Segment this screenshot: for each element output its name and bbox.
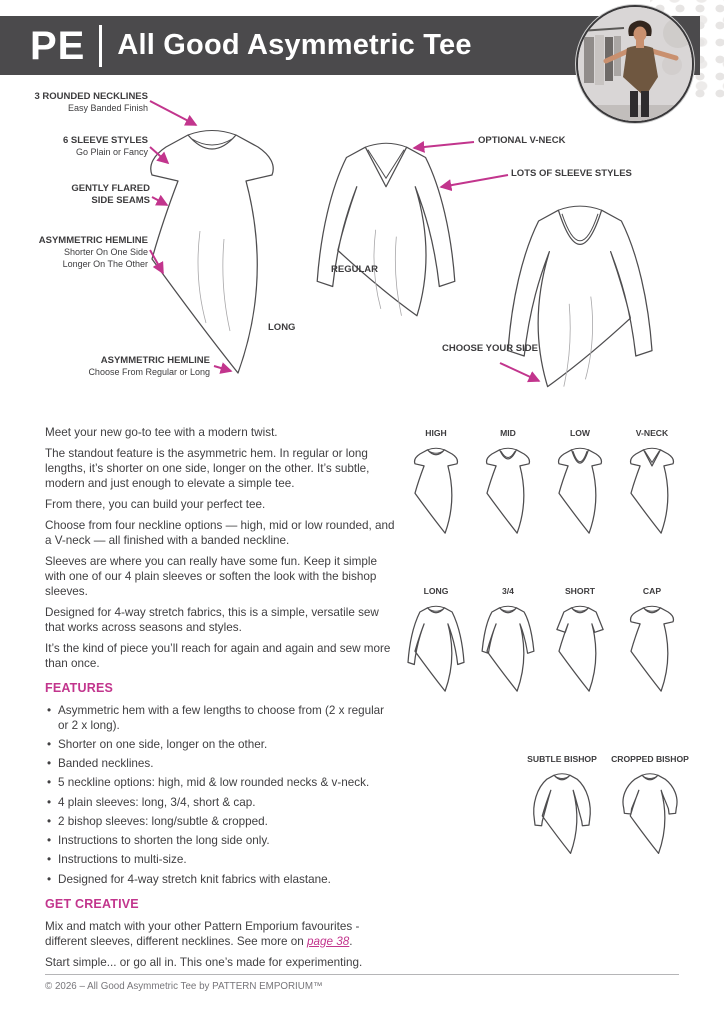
tee-thumb-drawing [617,766,683,858]
intro-paragraph: The standout feature is the asymmetric h… [45,447,370,490]
technical-drawing-section: 3 ROUNDED NECKLINES Easy Banded Finish 6… [0,85,724,430]
intro-paragraph: It’s the kind of piece you’ll reach for … [45,641,391,670]
tee-thumb-drawing [545,440,615,538]
tee-thumb-drawing [473,440,543,538]
thumb-high-neck: HIGH [400,428,472,538]
page-38-link[interactable]: page 38 [307,934,350,948]
thumb-cropped-bishop: CROPPED BISHOP [606,754,694,858]
tee-illustration-long-cap-sleeve [112,107,312,387]
page-title: All Good Asymmetric Tee [117,29,472,61]
feature-item: Instructions to shorten the long side on… [45,834,397,849]
bishop-row: SUBTLE BISHOP CROPPED BISHOP [400,754,700,858]
feature-item: Banded necklines. [45,757,397,772]
label-long: LONG [268,322,296,333]
feature-item: 4 plain sleeves: long, 3/4, short & cap. [45,796,397,811]
tee-thumb-drawing [473,598,543,696]
tee-thumb-drawing [617,440,687,538]
footer-copyright: © 2026 – All Good Asymmetric Tee by PATT… [45,974,679,992]
intro-paragraph: Sleeves are where you can really have so… [45,555,377,598]
callout-lots-of-sleeves: LOTS OF SLEEVE STYLES [511,168,632,179]
neckline-row: HIGH MID LOW V-NECK [400,428,700,538]
designer-photo [576,5,694,123]
pe-logo: PE [30,23,86,68]
get-creative-paragraph: Mix and match with your other Pattern Em… [45,920,360,948]
thumb-cap-sleeve: CAP [616,586,688,696]
tee-thumb-drawing [529,766,595,858]
get-creative-paragraph: Start simple... or go all in. This one’s… [45,956,363,970]
thumb-mid-neck: MID [472,428,544,538]
tee-illustration-vneck-long-sleeve [300,123,472,364]
callout-flared-seams: GENTLY FLARED SIDE SEAMS [71,183,150,207]
intro-paragraph: From there, you can build your perfect t… [45,497,266,511]
designer-photo-image [578,7,692,121]
callout-optional-vneck: OPTIONAL V-NECK [478,135,566,146]
features-list: Asymmetric hem with a few lengths to cho… [45,704,397,887]
sleeve-row: LONG 3/4 SHORT CAP [400,586,700,696]
thumb-v-neck: V-NECK [616,428,688,538]
callout-sleeve-styles: 6 SLEEVE STYLES Go Plain or Fancy [63,135,148,158]
callout-choose-your-side: CHOOSE YOUR SIDE [442,343,538,354]
tee-thumb-drawing [401,440,471,538]
feature-item: 2 bishop sleeves: long/subtle & cropped. [45,815,397,830]
get-creative-heading: GET CREATIVE [45,897,139,912]
thumb-low-neck: LOW [544,428,616,538]
callout-rounded-necklines: 3 ROUNDED NECKLINES Easy Banded Finish [34,91,149,114]
intro-paragraph: Meet your new go-to tee with a modern tw… [45,426,278,439]
features-heading: FEATURES [45,681,114,696]
description-column: Meet your new go-to tee with a modern tw… [45,426,397,977]
intro-paragraph: Choose from four neckline options — high… [45,519,395,547]
thumb-long-sleeve: LONG [400,586,472,696]
intro-paragraph: Designed for 4-way stretch fabrics, this… [45,605,379,634]
feature-item: Shorter on one side, longer on the other… [45,738,397,753]
thumb-short-sleeve: SHORT [544,586,616,696]
variation-thumbnails: HIGH MID LOW V-NECK LONG 3/4 [400,428,700,858]
thumb-subtle-bishop: SUBTLE BISHOP [518,754,606,858]
tee-thumb-drawing [617,598,687,696]
feature-item: Instructions to multi-size. [45,853,397,868]
callout-hemline-choice: ASYMMETRIC HEMLINE Choose From Regular o… [88,355,210,378]
tee-thumb-drawing [401,598,471,696]
callout-asymmetric-hemline: ASYMMETRIC HEMLINE Shorter On One Side L… [38,235,148,270]
label-regular: REGULAR [331,264,378,275]
feature-item: Designed for 4-way stretch knit fabrics … [45,873,397,888]
tee-illustration-scoop-flipped [490,185,670,437]
tee-thumb-drawing [545,598,615,696]
logo-divider [99,24,103,67]
feature-item: Asymmetric hem with a few lengths to cho… [45,704,397,733]
feature-item: 5 neckline options: high, mid & low roun… [45,776,397,791]
thumb-three-quarter-sleeve: 3/4 [472,586,544,696]
